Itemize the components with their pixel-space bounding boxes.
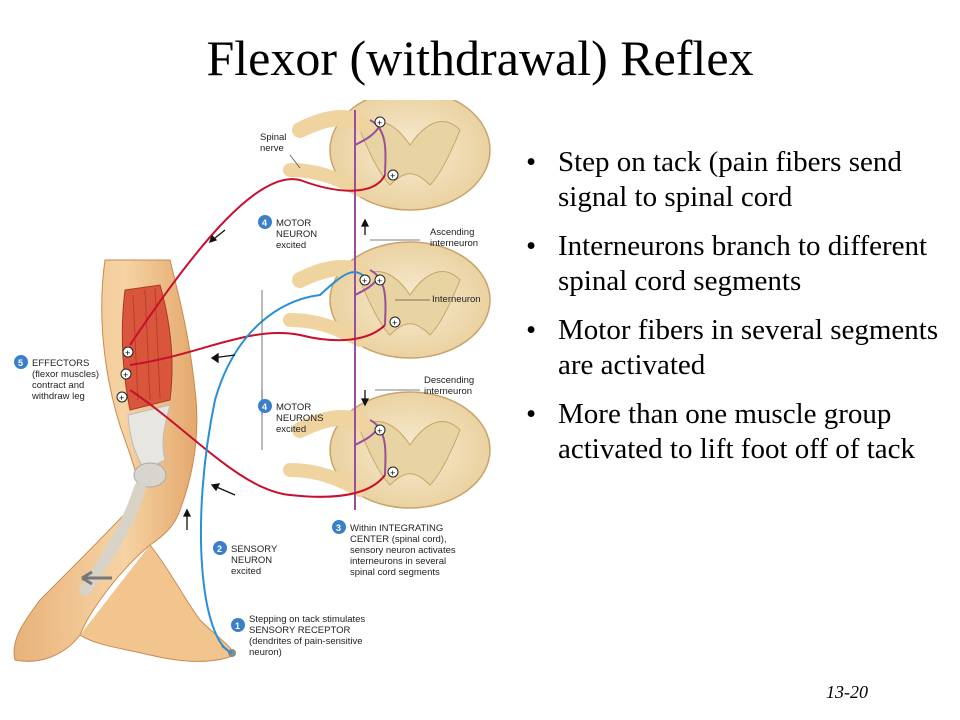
motor-neurons [129,174,386,498]
direction-arrows [182,218,370,530]
svg-text:+: + [392,318,397,328]
svg-text:1: 1 [235,621,240,631]
spinal-segment-bottom [283,391,491,509]
reflex-diagram: + + + + + + + + + + Spinal nerve 4 MOTO [13,100,491,662]
bullet-list: Step on tack (pain fibers send signal to… [520,145,940,481]
leg-illustration [13,259,236,662]
slide-number: 13-20 [826,682,868,702]
ascending-interneuron-label: Ascending interneuron [430,227,478,249]
svg-text:4: 4 [262,218,267,228]
motor-neuron-top-label: 4 MOTOR NEURON excited [258,215,320,251]
descending-interneuron-label: Descending interneuron [424,375,477,397]
effectors-label: 5 EFFECTORS (flexor muscles) contract an… [14,355,102,402]
motor-neurons-bottom-label: 4 MOTOR NEURONS excited [258,399,326,435]
svg-text:2: 2 [217,544,222,554]
bullet-item: More than one muscle group activated to … [520,397,940,467]
sensory-neuron [200,271,369,654]
svg-text:3: 3 [336,523,341,533]
sensory-neuron-label: 2 SENSORY NEURON excited [213,541,280,577]
svg-text:+: + [125,348,130,358]
svg-text:+: + [119,393,124,403]
sensory-receptor-label: 1 Stepping on tack stimulates SENSORY RE… [231,614,368,658]
svg-text:+: + [390,468,395,478]
bullet-item: Motor fibers in several segments are act… [520,313,940,383]
svg-text:Within INTEGRATING CENTE: Within INTEGRATING CENTER (spinal cord),… [350,523,458,578]
interneuron-label: Interneuron [432,294,481,305]
synapse-markers: + + + + + + + + + + [116,116,401,478]
svg-text:+: + [377,118,382,128]
slide-title: Flexor (withdrawal) Reflex [206,30,754,86]
bullet-item: Step on tack (pain fibers send signal to… [520,145,940,215]
svg-text:+: + [377,426,382,436]
svg-text:+: + [362,276,367,286]
svg-text:EFFECTORS (flexor muscle: EFFECTORS (flexor muscles) contract and … [31,358,102,402]
svg-text:MOTOR NEURON excit: MOTOR NEURON excited [276,218,320,251]
svg-text:4: 4 [262,402,267,412]
bullet-item: Interneurons branch to different spinal … [520,229,940,299]
svg-text:+: + [123,370,128,380]
spinal-segment-top [283,100,491,211]
integrating-center-label: 3 Within INTEGRATING CENTER (spinal cord… [332,520,458,578]
svg-text:+: + [377,276,382,286]
svg-text:+: + [390,171,395,181]
spinal-nerve-label: Spinal nerve [260,132,289,154]
svg-text:MOTOR NEURONS exci: MOTOR NEURONS excited [276,402,326,435]
svg-text:SENSORY NEURON exc: SENSORY NEURON excited [231,544,280,577]
svg-text:Stepping on tack stimulates: Stepping on tack stimulates SENSORY RECE… [249,614,368,658]
svg-text:5: 5 [18,358,23,368]
